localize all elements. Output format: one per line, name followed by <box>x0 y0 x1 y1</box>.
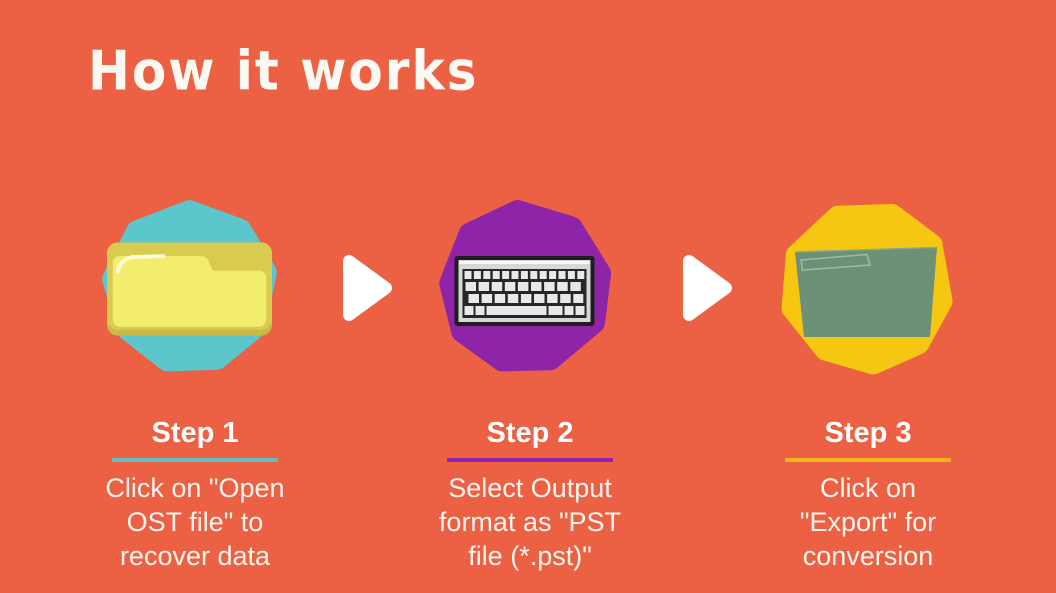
step-1-blob <box>92 190 287 385</box>
step-2-label: Step 2 <box>486 417 574 449</box>
step-2-column: Step 2 Select Output format as "PST file… <box>380 185 680 573</box>
step-1-underline <box>112 458 278 462</box>
step-2-blob <box>427 190 622 385</box>
keyboard-icon <box>454 256 594 326</box>
yellow-folder-icon <box>106 242 272 336</box>
step-2-description: Select Output format as "PST file (*.pst… <box>438 473 622 571</box>
page-title: How it works <box>88 40 479 103</box>
step-1-column: Step 1 Click on "Open OST file" to recov… <box>45 185 345 573</box>
step-1-description: Click on "Open OST file" to recover data <box>105 473 285 571</box>
step-3-column: Step 3 Click on "Export" for conversion <box>718 185 1018 573</box>
step-3-description: Click on "Export" for conversion <box>799 473 937 571</box>
step-2-underline <box>447 458 613 462</box>
arrow-right-icon <box>683 255 732 321</box>
green-folder-icon <box>794 246 937 337</box>
step-3-blob <box>769 190 964 385</box>
step-3-label: Step 3 <box>824 417 912 449</box>
arrow-right-icon <box>343 255 392 321</box>
step-3-underline <box>785 458 951 462</box>
step-1-label: Step 1 <box>151 417 239 449</box>
